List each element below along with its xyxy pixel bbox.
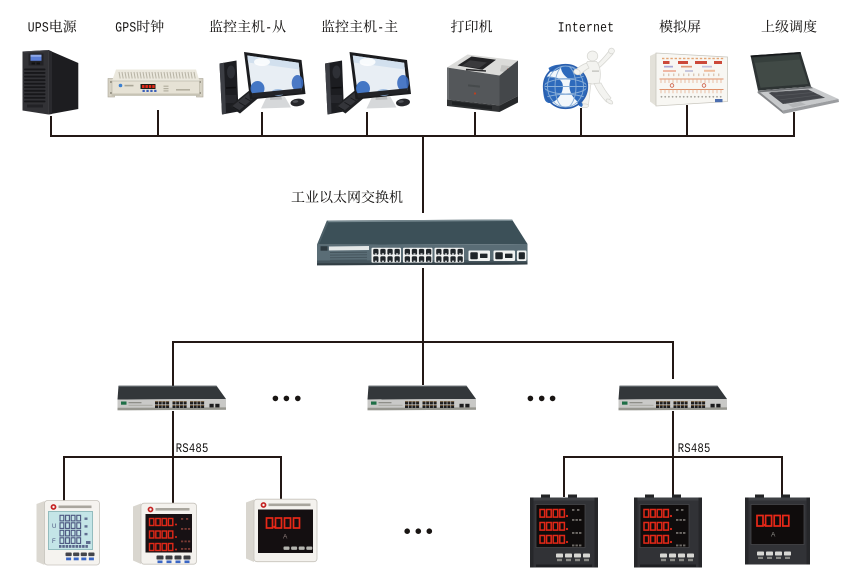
svg-text:U: U [52,524,56,530]
svg-text:F: F [52,539,56,545]
svg-text:A: A [283,534,288,541]
svg-text:A: A [771,532,776,539]
